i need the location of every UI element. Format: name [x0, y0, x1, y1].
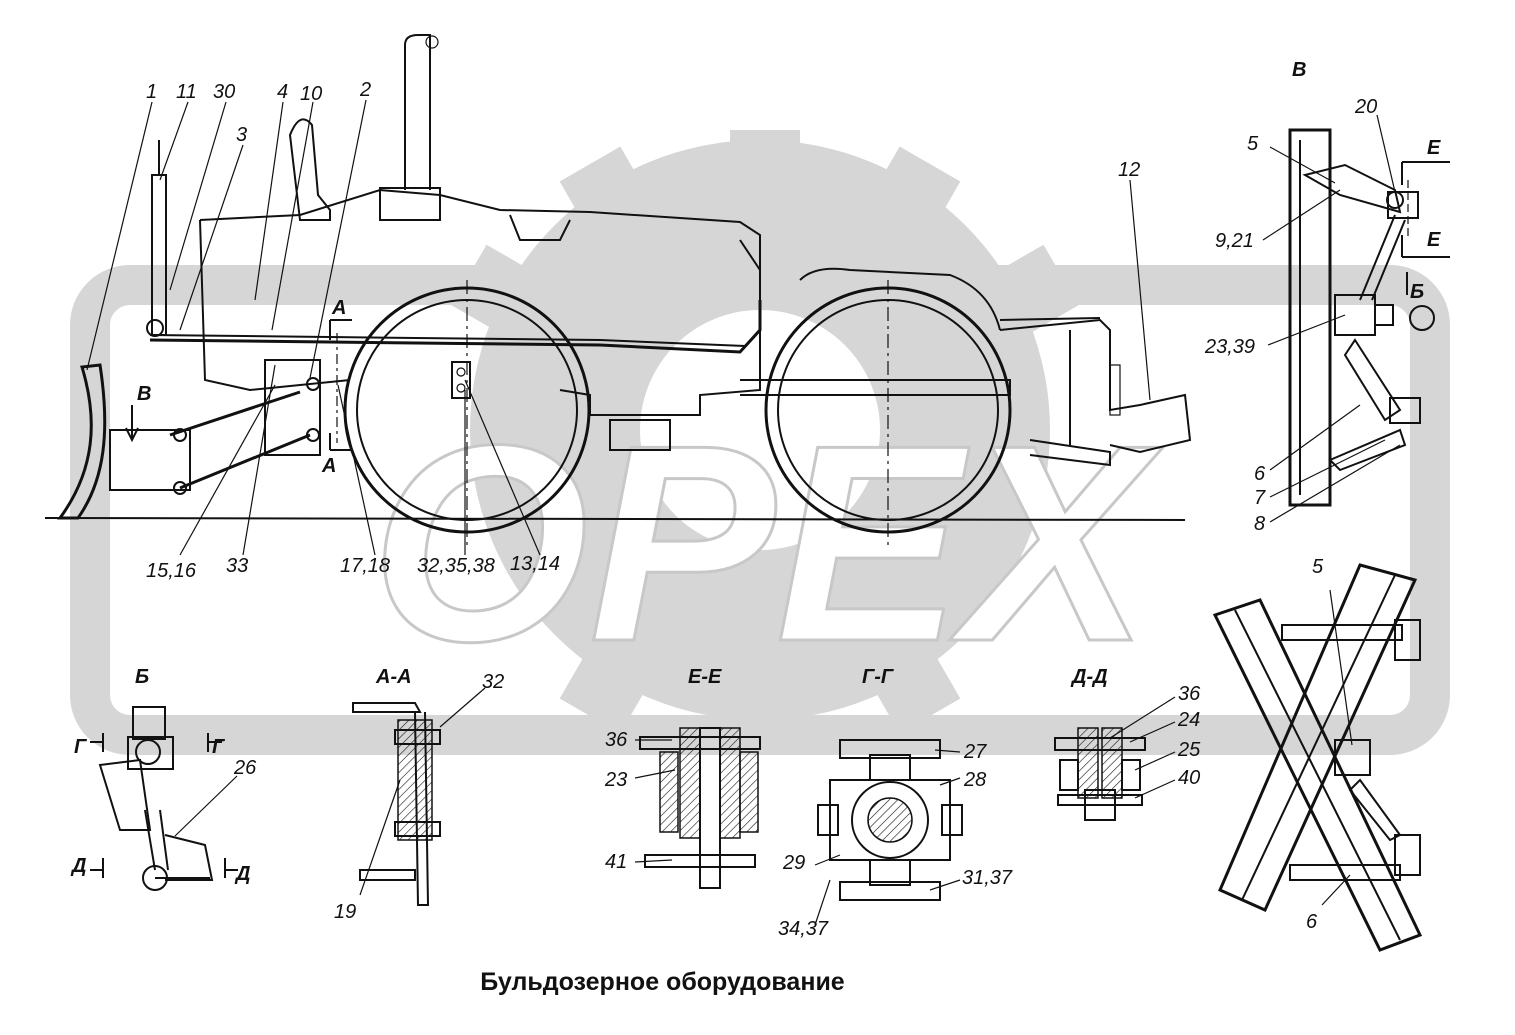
view-x: 5 6 — [1212, 556, 1423, 952]
view-x-callout-5: 5 — [1312, 556, 1324, 578]
callout-33: 33 — [226, 555, 248, 577]
section-mark-a-bottom: А — [321, 455, 336, 477]
view-v-mark-b: Б — [1410, 281, 1424, 303]
view-b: Б 26 Г Г Д Д — [70, 666, 257, 891]
view-v: В 20 5 9,21 23 — [1204, 59, 1450, 535]
callout-17-18: 17,18 — [340, 555, 390, 577]
section-ee-heading: Е-Е — [688, 666, 722, 688]
view-v-mark-e2: Е — [1427, 229, 1441, 251]
section-gg-callout-31-37: 31,37 — [962, 867, 1013, 889]
section-gg-callout-27: 27 — [963, 741, 987, 763]
view-v-callout-5: 5 — [1247, 133, 1259, 155]
callout-32-35-38: 32,35,38 — [417, 555, 495, 577]
front-wheel — [343, 280, 591, 545]
section-ee-callout-36: 36 — [605, 729, 628, 751]
view-b-heading: Б — [135, 666, 149, 688]
view-v-heading: В — [1292, 59, 1306, 81]
drawing-title: Бульдозерное оборудование — [480, 968, 845, 996]
callout-3: 3 — [236, 124, 247, 146]
view-v-callout-20: 20 — [1354, 96, 1377, 118]
section-ee: Е-Е 36 23 41 — [604, 666, 761, 889]
callout-30: 30 — [213, 81, 235, 103]
view-b-mark-g-right: Г — [212, 736, 226, 758]
callout-12: 12 — [1118, 159, 1140, 181]
view-v-callout-8: 8 — [1254, 513, 1265, 535]
watermark: OPEX — [70, 130, 1450, 755]
view-v-callout-7: 7 — [1254, 487, 1266, 509]
view-b-callout-26: 26 — [233, 757, 257, 779]
section-gg-callout-34-37: 34,37 — [778, 918, 829, 940]
section-gg-callout-28: 28 — [963, 769, 986, 791]
callout-10: 10 — [300, 83, 322, 105]
section-aa-callout-19: 19 — [334, 901, 356, 923]
section-aa-heading: А-А — [375, 666, 412, 688]
view-v-callout-9-21: 9,21 — [1215, 230, 1254, 252]
section-gg: Г-Г 27 28 29 31,37 34,37 — [778, 666, 1013, 940]
view-mark-v: В — [137, 383, 151, 405]
callout-2: 2 — [359, 79, 371, 101]
callout-13-14: 13,14 — [510, 553, 560, 575]
view-b-mark-d-right: Д — [234, 863, 250, 885]
section-mark-a-top: А — [331, 297, 346, 319]
section-dd: Д-Д 36 24 25 40 — [1054, 666, 1201, 821]
section-ee-callout-23: 23 — [604, 769, 627, 791]
section-ee-callout-41: 41 — [605, 851, 627, 873]
section-aa: А-А 32 19 — [334, 666, 504, 923]
rear-wheel — [764, 280, 1012, 545]
section-dd-callout-25: 25 — [1177, 739, 1201, 761]
section-gg-callout-29: 29 — [782, 852, 805, 874]
section-dd-heading: Д-Д — [1070, 666, 1108, 688]
section-gg-heading: Г-Г — [862, 666, 895, 688]
callout-1: 1 — [146, 81, 157, 103]
section-dd-callout-36: 36 — [1178, 683, 1201, 705]
section-dd-callout-24: 24 — [1177, 709, 1200, 731]
view-v-callout-6: 6 — [1254, 463, 1266, 485]
callout-11: 11 — [176, 81, 197, 103]
view-v-mark-e1: Е — [1427, 137, 1441, 159]
view-b-mark-d-left: Д — [70, 855, 86, 877]
section-aa-callout-32: 32 — [482, 671, 504, 693]
callout-15-16: 15,16 — [146, 560, 197, 582]
section-dd-callout-40: 40 — [1178, 767, 1200, 789]
view-b-mark-g-left: Г — [74, 736, 88, 758]
main-view: 1 11 30 3 4 10 2 15,16 33 17,18 32,35,38… — [44, 34, 1192, 582]
callout-4: 4 — [277, 81, 288, 103]
view-v-callout-23-39: 23,39 — [1204, 336, 1255, 358]
view-x-callout-6: 6 — [1306, 911, 1318, 933]
